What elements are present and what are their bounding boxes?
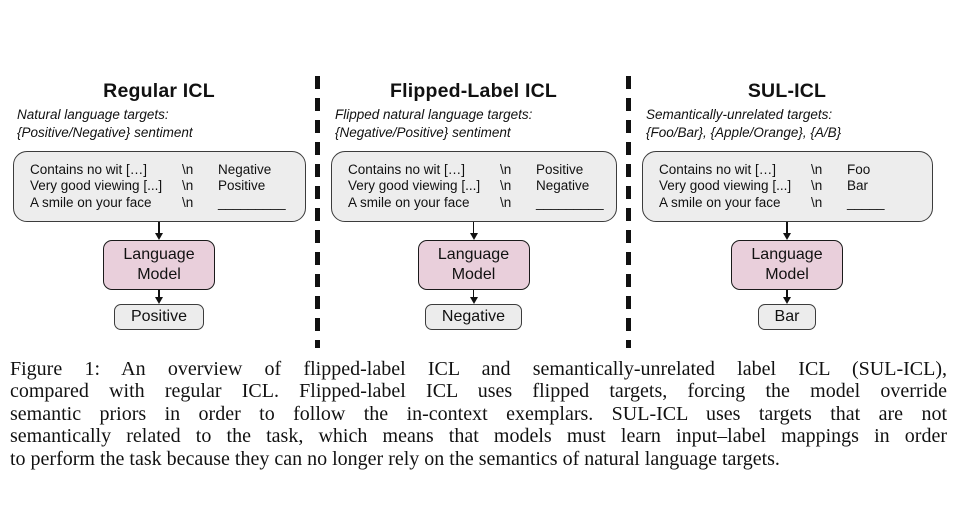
panel-regular-icl: Regular ICL Natural language targets: {P… <box>0 0 318 331</box>
panels-row: Regular ICL Natural language targets: {P… <box>0 0 957 331</box>
subtitle-line: {Foo/Bar}, {Apple/Orange}, {A/B} <box>646 125 842 140</box>
arrow-line <box>472 222 475 234</box>
arrow-down-icon <box>318 222 629 241</box>
panel-subtitle: Flipped natural language targets: {Negat… <box>335 106 629 142</box>
exemplars-box: Contains no wit […] \n Negative Very goo… <box>13 151 306 223</box>
panel-title: Flipped-Label ICL <box>390 80 557 102</box>
panel-subtitle: Natural language targets: {Positive/Nega… <box>17 106 318 142</box>
exemplar-row: Contains no wit […] \n Positive <box>332 162 616 178</box>
exemplar-input: Very good viewing [...] <box>30 178 163 194</box>
arrow-head <box>783 233 791 241</box>
exemplar-label: Negative <box>218 162 272 177</box>
exemplar-input: Very good viewing [...] <box>659 178 792 194</box>
newline-token: \n <box>182 178 194 194</box>
exemplar-label: Negative <box>536 178 590 194</box>
panel-title: SUL-ICL <box>747 80 827 102</box>
exemplar-label: Positive <box>218 178 266 194</box>
panel-flipped-label-icl: Flipped-Label ICL Flipped natural langua… <box>318 0 629 331</box>
exemplars-box: Contains no wit […] \n Foo Very good vie… <box>642 151 933 223</box>
output-row: Bar <box>629 304 945 331</box>
newline-token: \n <box>500 178 512 194</box>
subtitle-line: Semantically-unrelated targets: <box>646 107 833 122</box>
exemplar-label: Positive <box>536 162 584 177</box>
exemplar-row: Very good viewing [...] \n Bar <box>643 178 932 194</box>
exemplar-blank: _________ <box>536 194 604 210</box>
dashed-panel-divider <box>626 76 631 348</box>
arrow-line <box>786 290 788 298</box>
model-output-box: Bar <box>757 304 817 331</box>
caption-line: semantically related to the task, which … <box>10 425 947 448</box>
newline-token: \n <box>500 194 512 210</box>
model-output-box: Positive <box>113 304 205 331</box>
exemplar-input: Contains no wit […] <box>348 162 466 177</box>
figure-diagram: Regular ICL Natural language targets: {P… <box>0 0 957 348</box>
subtitle-line: {Negative/Positive} sentiment <box>335 125 511 140</box>
exemplar-input: Contains no wit […] <box>659 162 777 177</box>
exemplar-row: A smile on your face \n _________ <box>14 195 305 211</box>
subtitle-line: {Positive/Negative} sentiment <box>17 125 193 140</box>
arrow-head <box>469 233 478 241</box>
newline-token: \n <box>500 162 512 177</box>
exemplar-row: A smile on your face \n _________ <box>332 195 616 211</box>
subtitle-line: Natural language targets: <box>17 107 169 122</box>
exemplar-row: Very good viewing [...] \n Positive <box>14 178 305 194</box>
arrow-down-icon <box>0 290 318 305</box>
language-model-box: Language Model <box>417 240 530 291</box>
panel-subtitle: Semantically-unrelated targets: {Foo/Bar… <box>646 106 945 142</box>
caption-line: compared with regular ICL. Flipped-label… <box>10 380 947 403</box>
arrow-head <box>469 297 478 305</box>
subtitle-line: Flipped natural language targets: <box>335 107 533 122</box>
output-row: Positive <box>0 304 318 331</box>
arrow-head <box>155 297 163 305</box>
exemplar-row: Contains no wit […] \n Negative <box>14 162 305 178</box>
exemplar-input: A smile on your face <box>659 194 781 210</box>
exemplar-input: Contains no wit […] <box>30 162 148 177</box>
arrow-down-icon <box>318 290 629 305</box>
exemplar-input: Very good viewing [...] <box>348 178 481 194</box>
exemplars-box: Contains no wit […] \n Positive Very goo… <box>331 151 617 223</box>
newline-token: \n <box>811 194 823 210</box>
figure-caption: Figure 1: An overview of flipped-label I… <box>10 358 947 470</box>
arrow-head <box>155 233 163 241</box>
language-model-box: Language Model <box>731 240 843 291</box>
caption-line: semantic priors in order to follow the i… <box>10 402 947 425</box>
arrow-line <box>472 290 475 298</box>
newline-token: \n <box>811 162 823 177</box>
arrow-line <box>786 222 788 234</box>
newline-token: \n <box>182 162 194 177</box>
arrow-down-icon <box>0 222 318 241</box>
arrow-head <box>783 297 791 305</box>
exemplar-blank: _____ <box>847 194 885 210</box>
exemplar-label: Foo <box>847 162 871 177</box>
output-row: Negative <box>318 304 629 331</box>
panel-title: Regular ICL <box>103 80 215 102</box>
language-model-box: Language Model <box>103 240 215 291</box>
exemplar-blank: _________ <box>218 194 286 210</box>
newline-token: \n <box>811 178 823 194</box>
newline-token: \n <box>182 194 194 210</box>
dashed-panel-divider <box>315 76 320 348</box>
exemplar-input: A smile on your face <box>30 194 152 210</box>
exemplar-label: Bar <box>847 178 869 194</box>
arrow-line <box>158 222 160 234</box>
exemplar-input: A smile on your face <box>348 194 470 210</box>
caption-line: to perform the task because they can no … <box>10 447 780 470</box>
panel-sul-icl: SUL-ICL Semantically-unrelated targets: … <box>629 0 957 331</box>
model-output-box: Negative <box>424 304 523 331</box>
exemplar-row: A smile on your face \n _____ <box>643 195 932 211</box>
arrow-down-icon <box>629 290 945 305</box>
exemplar-row: Very good viewing [...] \n Negative <box>332 178 616 194</box>
exemplar-row: Contains no wit […] \n Foo <box>643 162 932 178</box>
caption-line: Figure 1: An overview of flipped-label I… <box>10 358 947 380</box>
arrow-line <box>158 290 160 298</box>
arrow-down-icon <box>629 222 945 241</box>
